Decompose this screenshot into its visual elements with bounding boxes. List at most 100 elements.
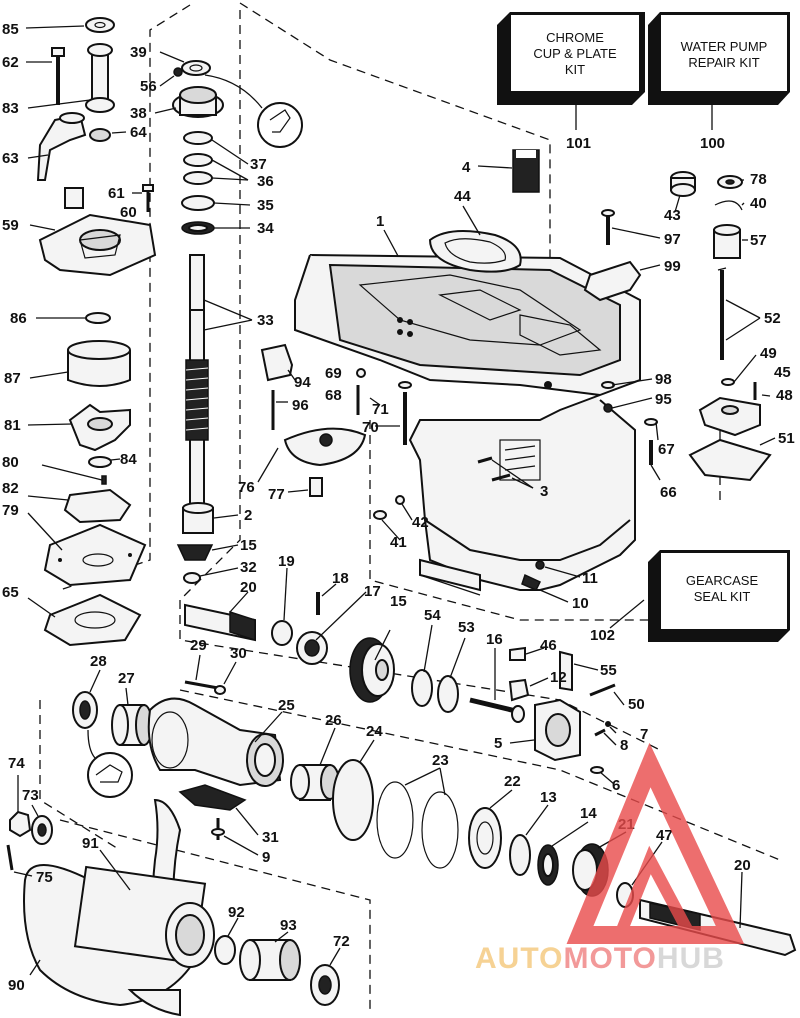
callout-64: 64 xyxy=(130,124,147,141)
callout-94: 94 xyxy=(294,374,311,391)
callout-55: 55 xyxy=(600,662,617,679)
gear-train-parts xyxy=(6,592,797,957)
callout-66: 66 xyxy=(660,484,677,501)
svg-text:AUTOMOTOHUB: AUTOMOTOHUB xyxy=(475,942,725,975)
callout-5: 5 xyxy=(494,735,502,752)
callout-95: 95 xyxy=(655,391,672,408)
callout-37: 37 xyxy=(250,156,267,173)
callout-13: 13 xyxy=(540,789,557,806)
callout-81: 81 xyxy=(4,417,21,434)
callout-16: 16 xyxy=(486,631,503,648)
callout-20-upper: 20 xyxy=(240,579,257,596)
callout-62: 62 xyxy=(2,54,19,71)
callout-75: 75 xyxy=(36,869,53,886)
watermark-text-moto: MOTO xyxy=(563,942,656,975)
callout-12: 12 xyxy=(550,669,567,686)
callout-11: 11 xyxy=(582,570,598,587)
callout-84: 84 xyxy=(120,451,137,468)
callout-76: 76 xyxy=(238,479,255,496)
callout-74: 74 xyxy=(8,755,25,772)
upper-right-parts xyxy=(428,149,772,482)
callout-54: 54 xyxy=(424,607,441,624)
callout-18: 18 xyxy=(332,570,349,587)
kit-chrome-line-1: CHROME xyxy=(546,30,604,45)
callout-29: 29 xyxy=(190,637,207,654)
kit-water-pump-line-1: WATER PUMP xyxy=(681,39,768,54)
watermark-text-auto: AUTO xyxy=(475,942,563,975)
callout-45: 45 xyxy=(774,364,791,381)
water-pump-parts xyxy=(36,17,157,647)
callout-39: 39 xyxy=(130,44,147,61)
callout-67: 67 xyxy=(658,441,675,458)
callout-93: 93 xyxy=(280,917,297,934)
callout-27: 27 xyxy=(118,670,135,687)
dashed-grouping-lines xyxy=(39,2,781,1010)
propeller xyxy=(23,798,340,1017)
callout-87: 87 xyxy=(4,370,21,387)
kit-gearcase-seal-box: GEARCASE SEAL KIT xyxy=(648,550,790,642)
callout-86: 86 xyxy=(10,310,27,327)
callout-48: 48 xyxy=(776,387,793,404)
callout-65: 65 xyxy=(2,584,19,601)
callout-1: 1 xyxy=(376,213,384,230)
callout-61: 61 xyxy=(108,185,125,202)
callout-50: 50 xyxy=(628,696,645,713)
callout-51: 51 xyxy=(778,430,795,447)
callout-2: 2 xyxy=(244,507,252,524)
callout-19: 19 xyxy=(278,553,295,570)
callout-82: 82 xyxy=(2,480,19,497)
callout-100: 100 xyxy=(700,135,725,152)
callout-4: 4 xyxy=(462,159,471,176)
callout-42: 42 xyxy=(412,514,429,531)
callout-59: 59 xyxy=(2,217,19,234)
callout-92: 92 xyxy=(228,904,245,921)
callout-78: 78 xyxy=(750,171,767,188)
callout-90: 90 xyxy=(8,977,25,994)
callout-44: 44 xyxy=(454,188,471,205)
callout-17: 17 xyxy=(364,583,381,600)
watermark-text-hub: HUB xyxy=(657,942,725,975)
kit-gearcase-line-1: GEARCASE xyxy=(686,573,759,588)
callout-60: 60 xyxy=(120,204,137,221)
detail-insets xyxy=(87,74,303,798)
callout-97: 97 xyxy=(664,231,681,248)
callout-33: 33 xyxy=(257,312,274,329)
callout-8: 8 xyxy=(620,737,628,754)
callout-70: 70 xyxy=(362,419,379,436)
callout-36: 36 xyxy=(257,173,274,190)
callout-56: 56 xyxy=(140,78,157,95)
callout-6: 6 xyxy=(612,777,620,794)
kit-gearcase-line-2: SEAL KIT xyxy=(694,589,751,604)
callout-83: 83 xyxy=(2,100,19,117)
callout-53: 53 xyxy=(458,619,475,636)
callout-3: 3 xyxy=(540,483,548,500)
callout-63: 63 xyxy=(2,150,19,167)
callout-69: 69 xyxy=(325,365,342,382)
callout-99: 99 xyxy=(664,258,681,275)
watermark-logo: AUTOMOTOHUB xyxy=(475,742,745,975)
callout-23: 23 xyxy=(432,752,449,769)
callout-85: 85 xyxy=(2,21,19,38)
callout-71: 71 xyxy=(372,401,389,418)
callout-79: 79 xyxy=(2,502,19,519)
callout-31: 31 xyxy=(262,829,279,846)
callout-34: 34 xyxy=(257,220,274,237)
callout-22: 22 xyxy=(504,773,521,790)
callout-15-pinion: 15 xyxy=(240,537,257,554)
callout-77: 77 xyxy=(268,486,285,503)
kit-chrome-box: CHROME CUP & PLATE KIT xyxy=(497,12,645,105)
callout-72: 72 xyxy=(333,933,350,950)
callout-80: 80 xyxy=(2,454,19,471)
callout-101: 101 xyxy=(566,135,591,152)
callout-52: 52 xyxy=(764,310,781,327)
callout-15-forward: 15 xyxy=(390,593,407,610)
callout-73: 73 xyxy=(22,787,39,804)
callout-25: 25 xyxy=(278,697,295,714)
callout-47: 47 xyxy=(656,827,673,844)
callout-9: 9 xyxy=(262,849,270,866)
callout-102: 102 xyxy=(590,627,615,644)
callout-24: 24 xyxy=(366,723,383,740)
callout-numbers: 85 62 83 63 64 39 56 38 37 36 35 34 33 6… xyxy=(2,21,795,994)
callout-91: 91 xyxy=(82,835,99,852)
